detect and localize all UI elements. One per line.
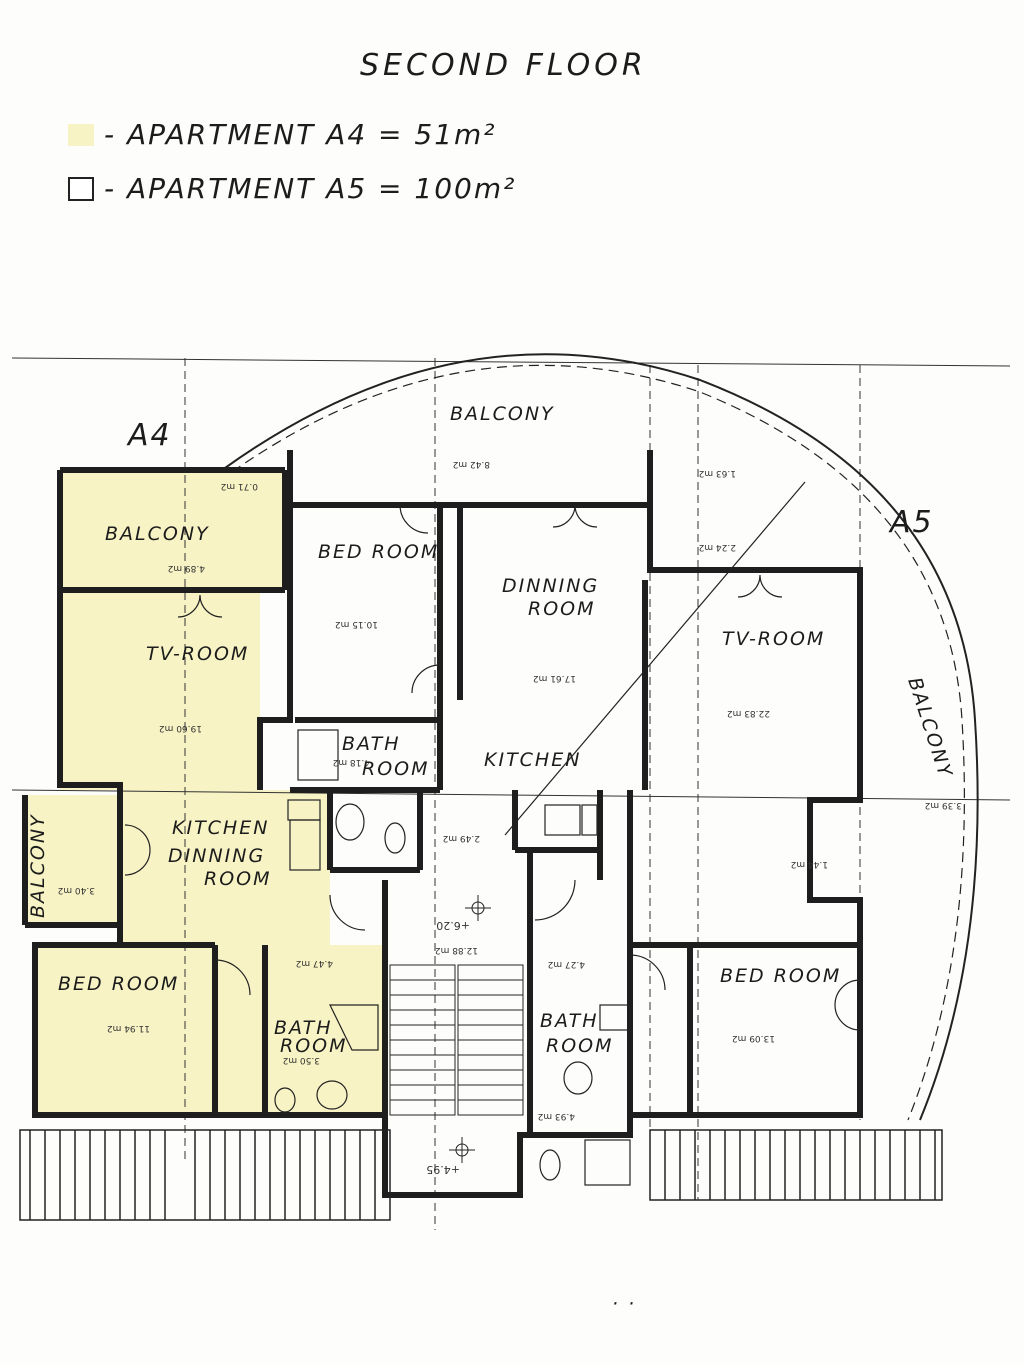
area-tv-a5: 22.83 m2	[727, 708, 770, 718]
room-label-tv-a4: TV-ROOM	[146, 643, 249, 665]
room-label-dinning-2: ROOM	[528, 598, 596, 620]
room-label-bath-top-1: BATH	[342, 733, 401, 755]
external-stairs-left	[19, 1129, 391, 1221]
room-label-bedroom-a4: BED ROOM	[58, 973, 179, 995]
room-label-balcony-left: BALCONY	[27, 813, 49, 918]
area-bath-top: 4.18 m2	[333, 757, 370, 767]
legend-label-a4: - APARTMENT A4 = 51m²	[104, 118, 497, 151]
page-title: SECOND FLOOR	[360, 48, 647, 83]
room-label-kitchen-a4-1: KITCHEN	[172, 817, 269, 839]
walls	[22, 450, 863, 1198]
area-terasa-arc: 3.39 m2	[925, 800, 962, 810]
level-markers	[449, 895, 491, 1163]
balcony-arc	[224, 353, 979, 1121]
area-bedroom-a5: 13.09 m2	[732, 1033, 775, 1043]
room-label-balcony-arc: BALCONY	[903, 675, 956, 781]
area-bedroom-top: 10.15 m2	[335, 619, 378, 629]
apartment-label-a4: A4	[126, 418, 172, 453]
area-terasa-right-top: 1.63 m2	[699, 468, 736, 478]
room-label-bedroom-top: BED ROOM	[318, 541, 439, 563]
room-label-bath-a4-2: ROOM	[280, 1035, 348, 1057]
room-label-bedroom-a5: BED ROOM	[720, 965, 841, 987]
external-stairs-right	[649, 1129, 943, 1201]
area-hodnik-center: 2.49 m2	[443, 833, 480, 843]
room-label-bath-top-2: ROOM	[362, 758, 430, 780]
room-label-bath-a4-1: BATH	[274, 1017, 333, 1039]
area-annotations: 8.42 m2 0.71 m2 4.89 m2 10.15 m2 17.61 m…	[58, 459, 962, 1121]
room-label-kitchen-a5: KITCHEN	[484, 749, 581, 771]
room-label-kitchen-a4-2: DINNING	[168, 845, 265, 867]
footer-marks: · ·	[612, 1293, 636, 1315]
apartment-a4-area	[25, 470, 385, 1115]
bathroom-fixtures	[274, 729, 631, 1186]
room-label-balcony-top: BALCONY	[450, 403, 555, 425]
a4-color-swatch	[68, 123, 94, 146]
area-terasa-right: 2.24 m2	[699, 542, 736, 552]
area-hodnik-a4: 4.47 m2	[296, 958, 333, 968]
area-bath-a5: 4.93 m2	[538, 1111, 575, 1121]
a5-color-swatch	[68, 176, 94, 201]
area-bedroom-a4: 11.94 m2	[107, 1023, 150, 1033]
legend-item-a4: - APARTMENT A4 = 51m²	[68, 118, 497, 151]
area-kitchen-dinning: 17.61 m2	[533, 673, 576, 683]
area-stairs: 12.88 m2	[435, 945, 478, 955]
legend-item-a5: - APARTMENT A5 = 100m²	[68, 172, 516, 205]
area-bath-a4: 3.50 m2	[283, 1055, 320, 1065]
room-label-kitchen-a4-3: ROOM	[204, 868, 272, 890]
room-label-bath-center-2: ROOM	[546, 1035, 614, 1057]
room-label-balcony-a4: BALCONY	[105, 523, 210, 545]
door-swings	[124, 504, 861, 1031]
area-terasa-top-left: 0.71 m2	[221, 481, 258, 491]
area-loda-left: 3.40 m2	[58, 885, 95, 895]
diagonal-line	[504, 481, 806, 836]
area-hodnik-a5: 4.27 m2	[548, 959, 585, 969]
room-label-bath-center-1: BATH	[540, 1010, 599, 1032]
area-loda-a4: 4.89 m2	[168, 563, 205, 573]
area-loda-top: 8.42 m2	[453, 459, 490, 469]
apartment-label-a5: A5	[888, 505, 934, 540]
level-upper: +6.20	[436, 919, 470, 932]
room-label-tv-a5: TV-ROOM	[722, 628, 825, 650]
level-lower: +4.95	[426, 1163, 460, 1176]
area-tv-a4: 19.60 m2	[159, 723, 202, 733]
room-label-dinning-1: DINNING	[502, 575, 599, 597]
area-loda-right: 1.44 m2	[791, 859, 828, 869]
legend-label-a5: - APARTMENT A5 = 100m²	[104, 172, 517, 205]
staircase	[389, 964, 524, 1116]
